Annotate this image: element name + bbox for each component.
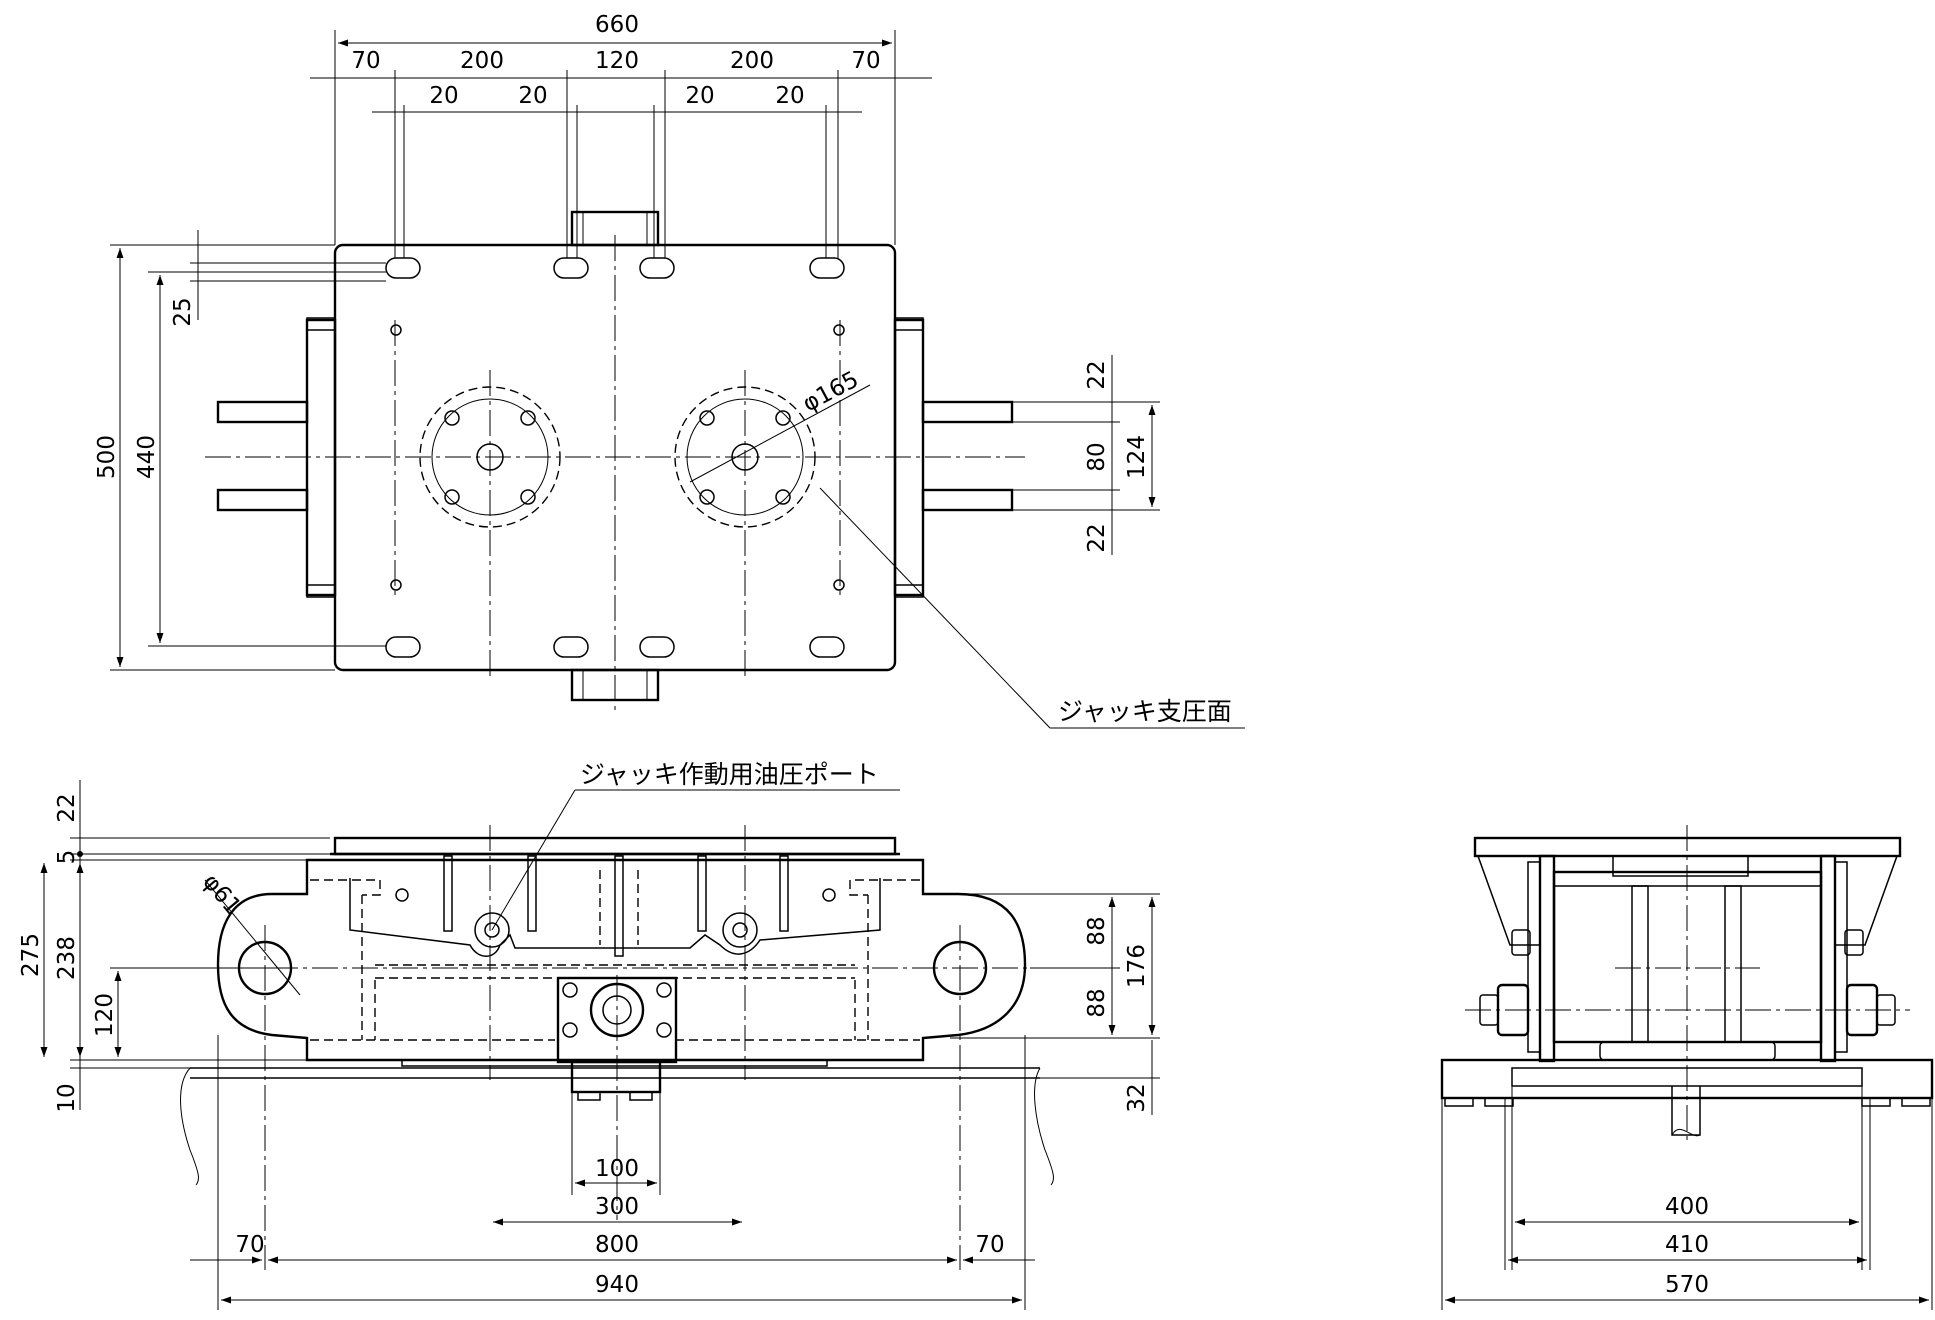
plan-view: 660 70 200 120 200 70 20 20 20 20 500 44… <box>94 12 1245 729</box>
slot-holes <box>385 257 845 658</box>
dim-200-left: 200 <box>460 48 504 74</box>
label-jack-bearing-surface: ジャッキ支圧面 <box>1058 697 1232 726</box>
dim-440: 440 <box>134 435 160 479</box>
dim-5: 5 <box>54 850 80 865</box>
dim-570: 570 <box>1665 1272 1709 1298</box>
dim-410: 410 <box>1665 1232 1709 1258</box>
dim-22-top: 22 <box>1084 360 1110 389</box>
dim-200-right: 200 <box>730 48 774 74</box>
dim-88-bottom: 88 <box>1084 988 1110 1017</box>
dim-70-left: 70 <box>351 48 380 74</box>
dim-20-d: 20 <box>775 83 804 109</box>
plan-top-dimensions: 660 70 200 120 200 70 20 20 20 20 <box>310 12 932 258</box>
dim-10: 10 <box>54 1083 80 1112</box>
side-bottom-dimensions: 400 410 570 <box>1441 1086 1933 1310</box>
plan-right-dimensions: 22 80 124 22 <box>1012 355 1160 555</box>
front-right-dimensions: 88 176 88 32 <box>950 893 1160 1115</box>
dim-32: 32 <box>1124 1083 1150 1112</box>
dim-124: 124 <box>1124 435 1150 479</box>
dim-22-bottom: 22 <box>1084 523 1110 552</box>
dim-20-c: 20 <box>685 83 714 109</box>
dim-phi61: φ61 <box>197 869 245 920</box>
dim-phi165: φ165 <box>799 367 863 418</box>
front-left-dimensions: 22 5 275 238 120 10 <box>18 780 330 1113</box>
dim-660: 660 <box>595 12 639 38</box>
dim-800: 800 <box>595 1232 639 1258</box>
dim-300: 300 <box>595 1194 639 1220</box>
dim-400: 400 <box>1665 1194 1709 1220</box>
dim-120-front: 120 <box>92 993 118 1037</box>
front-bottom-dimensions: 100 300 800 70 70 940 <box>190 1035 1035 1310</box>
dim-70-front-left: 70 <box>235 1232 264 1258</box>
dim-120: 120 <box>595 48 639 74</box>
dim-100: 100 <box>595 1156 639 1182</box>
dim-25: 25 <box>170 297 196 326</box>
plan-left-dimensions: 500 440 25 <box>94 230 386 671</box>
dim-20-a: 20 <box>429 83 458 109</box>
side-view: 400 410 570 <box>1440 825 1934 1310</box>
dim-88-top: 88 <box>1084 916 1110 945</box>
dim-940: 940 <box>595 1272 639 1298</box>
dim-20-b: 20 <box>518 83 547 109</box>
dim-80: 80 <box>1084 442 1110 471</box>
dim-238: 238 <box>54 936 80 980</box>
dim-176: 176 <box>1124 944 1150 988</box>
dim-70-right: 70 <box>851 48 880 74</box>
label-jack-hydraulic-port: ジャッキ作動用油圧ポート <box>580 760 879 789</box>
dim-275: 275 <box>18 933 44 977</box>
front-view: 22 5 275 238 120 10 φ61 88 176 88 32 <box>18 760 1160 1310</box>
dim-70-front-right: 70 <box>975 1232 1004 1258</box>
dim-500: 500 <box>94 435 120 479</box>
dim-22-front: 22 <box>54 793 80 822</box>
